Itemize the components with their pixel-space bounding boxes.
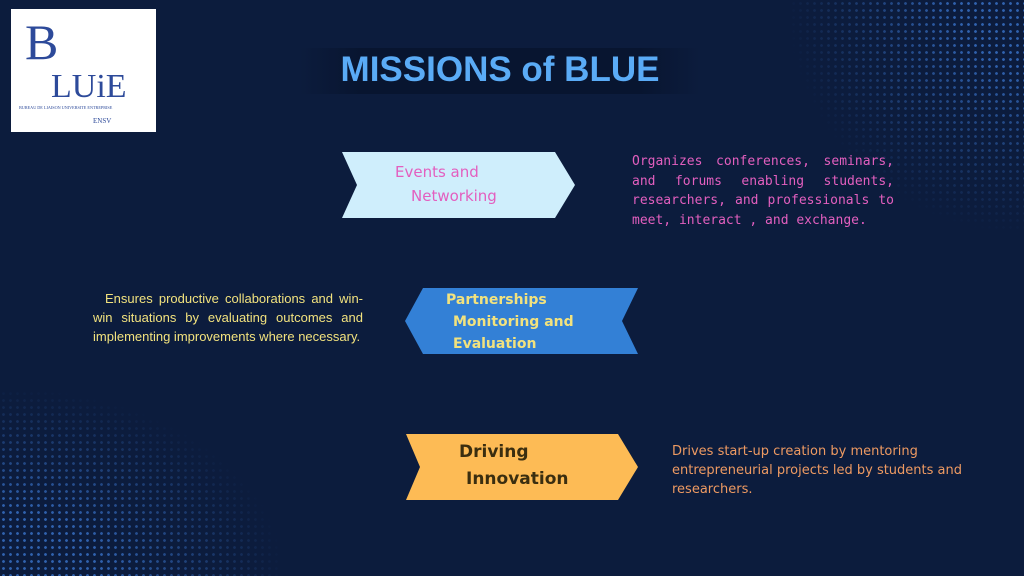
label-line: Evaluation (453, 336, 537, 352)
dot-pattern-bottom-left (0, 390, 280, 576)
svg-text:LUiE: LUiE (51, 68, 127, 105)
label-line: Events and (395, 163, 479, 181)
title-banner: MISSIONS of BLUE (300, 48, 700, 94)
blue-logo: B LUiE BUREAU DE LIAISON UNIVERSITE ENTR… (11, 9, 156, 132)
svg-text:ENSV: ENSV (93, 117, 111, 125)
partnerships-description: Ensures productive collaborations and wi… (93, 289, 363, 346)
label-line: Monitoring and (453, 314, 574, 330)
label-line: Networking (411, 187, 497, 205)
page-title: MISSIONS of BLUE (340, 50, 660, 89)
label-line: Innovation (466, 469, 569, 489)
svg-text:B: B (25, 14, 58, 70)
events-networking-description: Organizes conferences, seminars, and for… (632, 154, 894, 228)
svg-text:BUREAU DE LIAISON UNIVERSITE E: BUREAU DE LIAISON UNIVERSITE ENTREPRISE (19, 105, 113, 110)
driving-innovation-description: Drives start-up creation by mentoring en… (672, 444, 962, 497)
partnerships-chevron (405, 288, 638, 354)
driving-innovation-chevron (406, 434, 638, 500)
partnerships-label: Partnerships Monitoring and Evaluation (446, 289, 574, 355)
events-networking-label: Events and Networking (395, 160, 497, 208)
events-networking-chevron (342, 152, 575, 218)
blue-logo-graphic: B LUiE BUREAU DE LIAISON UNIVERSITE ENTR… (19, 14, 127, 125)
label-line: Driving (459, 442, 529, 462)
description-text: Ensures productive collaborations and wi… (93, 291, 363, 344)
driving-innovation-label: Driving Innovation (459, 439, 569, 493)
dot-pattern-top-right (790, 0, 1024, 230)
label-line: Partnerships (446, 292, 547, 308)
